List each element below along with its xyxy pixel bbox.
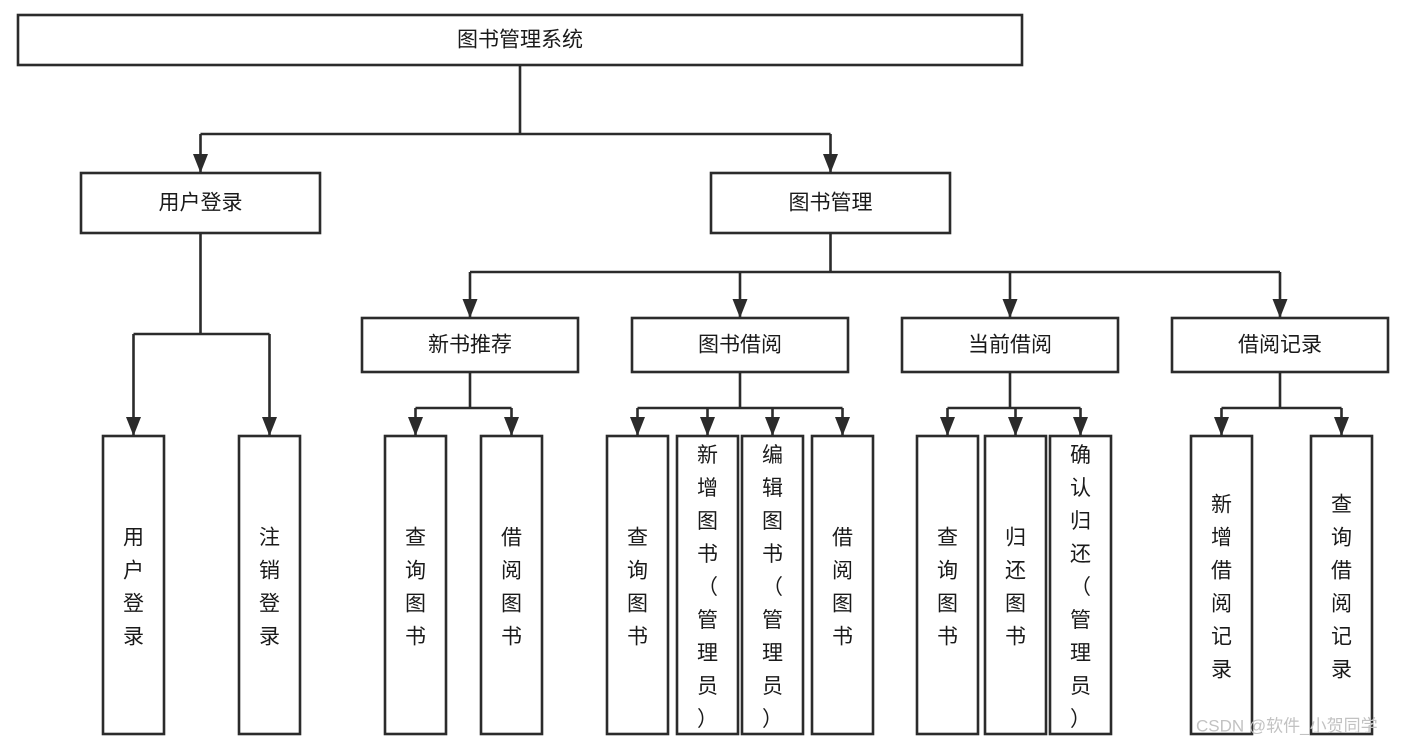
- node-label: 新增图书（管理员）: [697, 444, 718, 731]
- node-box: [1309, 434, 1374, 736]
- node-box: [383, 434, 448, 736]
- connector-layer: [126, 65, 1349, 436]
- node-label: 归还图书: [1005, 527, 1026, 649]
- node-label: 图书管理系统: [457, 29, 583, 52]
- node-box: [675, 434, 740, 736]
- node-box: [360, 316, 580, 374]
- node-label: 当前借阅: [968, 334, 1052, 357]
- node-label: 查询图书: [937, 527, 958, 649]
- node-box: [605, 434, 670, 736]
- node-box: [16, 13, 1024, 67]
- node-leaf-add-book[interactable]: 新增图书（管理员）: [675, 434, 740, 736]
- node-box: [900, 316, 1120, 374]
- node-leaf-user-login[interactable]: 用户登录: [101, 434, 166, 736]
- node-label: 借阅图书: [501, 527, 522, 649]
- node-label: 新书推荐: [428, 334, 512, 357]
- node-current-borrow[interactable]: 当前借阅: [900, 316, 1120, 374]
- node-leaf-confirm-return[interactable]: 确认归还（管理员）: [1048, 434, 1113, 736]
- node-box: [79, 171, 322, 235]
- node-box: [709, 171, 952, 235]
- node-leaf-add-record[interactable]: 新增借阅记录: [1189, 434, 1254, 736]
- node-label: 确认归还（管理员）: [1070, 444, 1091, 731]
- node-label: 编辑图书（管理员）: [762, 444, 783, 731]
- node-label: 图书管理: [789, 192, 873, 215]
- node-layer: 图书管理系统用户登录图书管理新书推荐图书借阅当前借阅借阅记录用户登录注销登录查询…: [16, 13, 1390, 736]
- node-box: [630, 316, 850, 374]
- node-label: 借阅记录: [1238, 334, 1322, 357]
- node-user-login[interactable]: 用户登录: [79, 171, 322, 235]
- node-leaf-query-book-2[interactable]: 查询图书: [605, 434, 670, 736]
- node-box: [1189, 434, 1254, 736]
- node-root[interactable]: 图书管理系统: [16, 13, 1024, 67]
- node-leaf-query-book-1[interactable]: 查询图书: [383, 434, 448, 736]
- node-leaf-borrow-book-1[interactable]: 借阅图书: [479, 434, 544, 736]
- node-new-book-recommend[interactable]: 新书推荐: [360, 316, 580, 374]
- node-box: [237, 434, 302, 736]
- node-borrow-record[interactable]: 借阅记录: [1170, 316, 1390, 374]
- node-label: 用户登录: [123, 527, 144, 649]
- node-label: 注销登录: [259, 527, 280, 649]
- node-box: [740, 434, 805, 736]
- node-box: [479, 434, 544, 736]
- node-label: 查询图书: [627, 527, 648, 649]
- node-label: 借阅图书: [832, 527, 853, 649]
- node-label: 新增借阅记录: [1211, 494, 1232, 682]
- node-book-borrow[interactable]: 图书借阅: [630, 316, 850, 374]
- csdn-watermark: CSDN @软件_小贺同学: [1196, 716, 1378, 735]
- node-leaf-query-book-3[interactable]: 查询图书: [915, 434, 980, 736]
- node-leaf-edit-book[interactable]: 编辑图书（管理员）: [740, 434, 805, 736]
- node-box: [983, 434, 1048, 736]
- node-label: 查询借阅记录: [1331, 494, 1352, 682]
- node-box: [101, 434, 166, 736]
- node-box: [1048, 434, 1113, 736]
- node-leaf-query-record[interactable]: 查询借阅记录: [1309, 434, 1374, 736]
- node-leaf-return-book[interactable]: 归还图书: [983, 434, 1048, 736]
- node-label: 用户登录: [159, 192, 243, 215]
- node-box: [810, 434, 875, 736]
- node-box: [915, 434, 980, 736]
- node-box: [1170, 316, 1390, 374]
- node-leaf-logout[interactable]: 注销登录: [237, 434, 302, 736]
- node-label: 图书借阅: [698, 334, 782, 357]
- node-leaf-borrow-book-2[interactable]: 借阅图书: [810, 434, 875, 736]
- node-book-manage[interactable]: 图书管理: [709, 171, 952, 235]
- node-label: 查询图书: [405, 527, 426, 649]
